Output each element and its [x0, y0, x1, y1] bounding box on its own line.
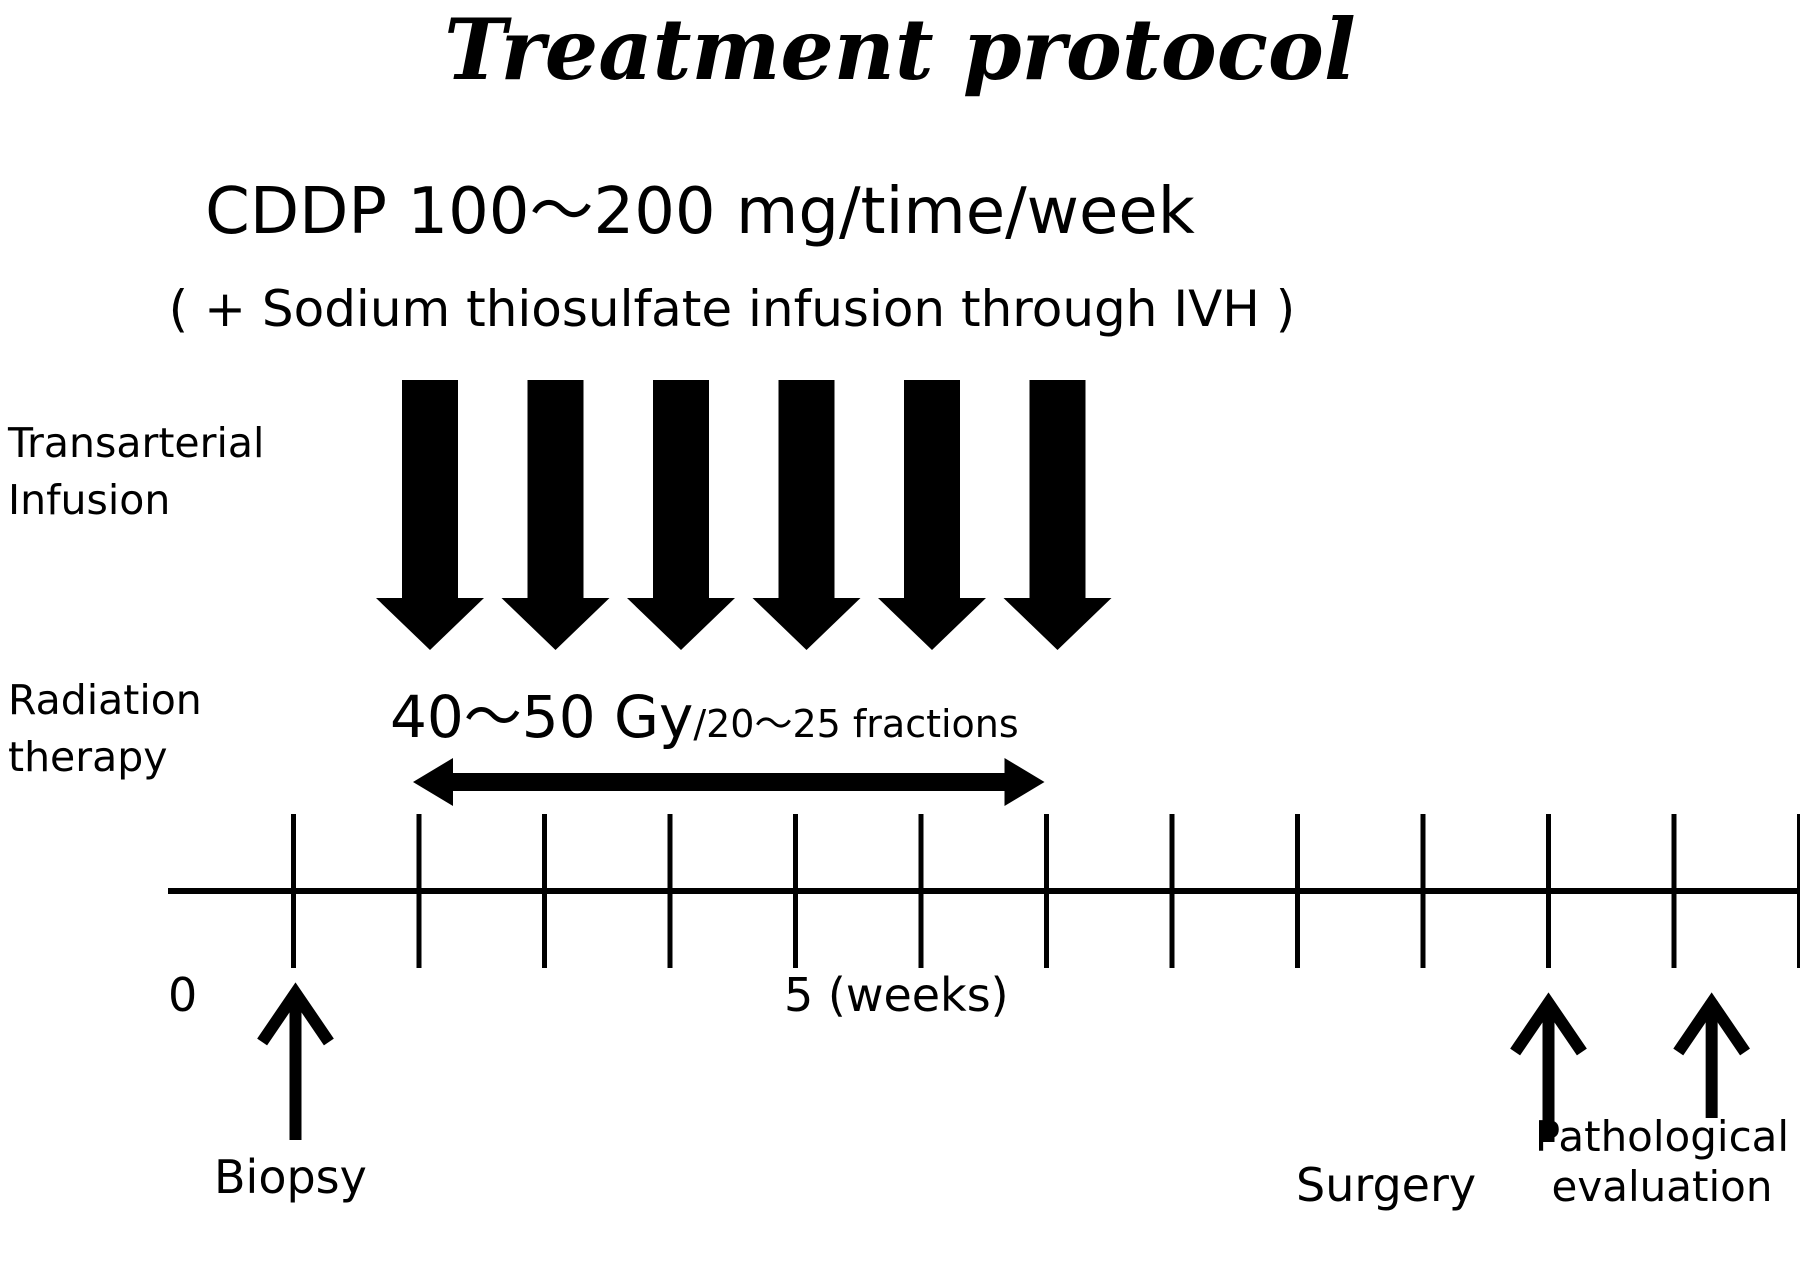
- event-arrows: [257, 982, 1750, 1142]
- week-label-start: 0: [168, 968, 198, 1022]
- event-arrow-head-pathological-evaluation: [1673, 992, 1750, 1056]
- row-label-infusion: Transarterial Infusion: [8, 419, 265, 525]
- drug-regimen: CDDP 100～200 mg/time/week: [205, 175, 1195, 249]
- week-label-mid: 5 (weeks): [784, 968, 1009, 1022]
- radiation-span-arrow: [413, 758, 1045, 806]
- radiation-span: [413, 758, 1045, 806]
- radiation-dose: 40～50 Gy: [390, 683, 694, 751]
- row-label-radiation: Radiation therapy: [8, 676, 202, 782]
- event-arrow-pathological-evaluation: [1673, 992, 1750, 1118]
- event-label-biopsy: Biopsy: [214, 1150, 367, 1204]
- infusion-arrow-5: [878, 380, 986, 650]
- event-arrow-biopsy: [257, 982, 334, 1140]
- timeline-ticks: [291, 814, 1800, 968]
- drug-supplement: ( + Sodium thiosulfate infusion through …: [168, 280, 1296, 338]
- infusion-arrow-1: [376, 380, 484, 650]
- event-arrow-head-surgery: [1510, 992, 1587, 1056]
- event-label-pathological-evaluation: Pathological evaluation: [1534, 1112, 1790, 1212]
- infusion-arrow-2: [501, 380, 610, 650]
- diagram-title: Treatment protocol: [444, 0, 1356, 99]
- infusion-arrows: [376, 380, 1112, 650]
- radiation-fractions: /20～25 fractions: [693, 702, 1019, 746]
- event-arrow-head-biopsy: [257, 982, 334, 1046]
- event-arrow-surgery: [1510, 992, 1587, 1142]
- infusion-arrow-4: [752, 380, 861, 650]
- radiation-dose-label: 40～50 Gy/20～25 fractions: [390, 688, 1019, 746]
- event-label-surgery: Surgery: [1296, 1158, 1477, 1212]
- infusion-arrow-3: [627, 380, 735, 650]
- infusion-arrow-6: [1003, 380, 1112, 650]
